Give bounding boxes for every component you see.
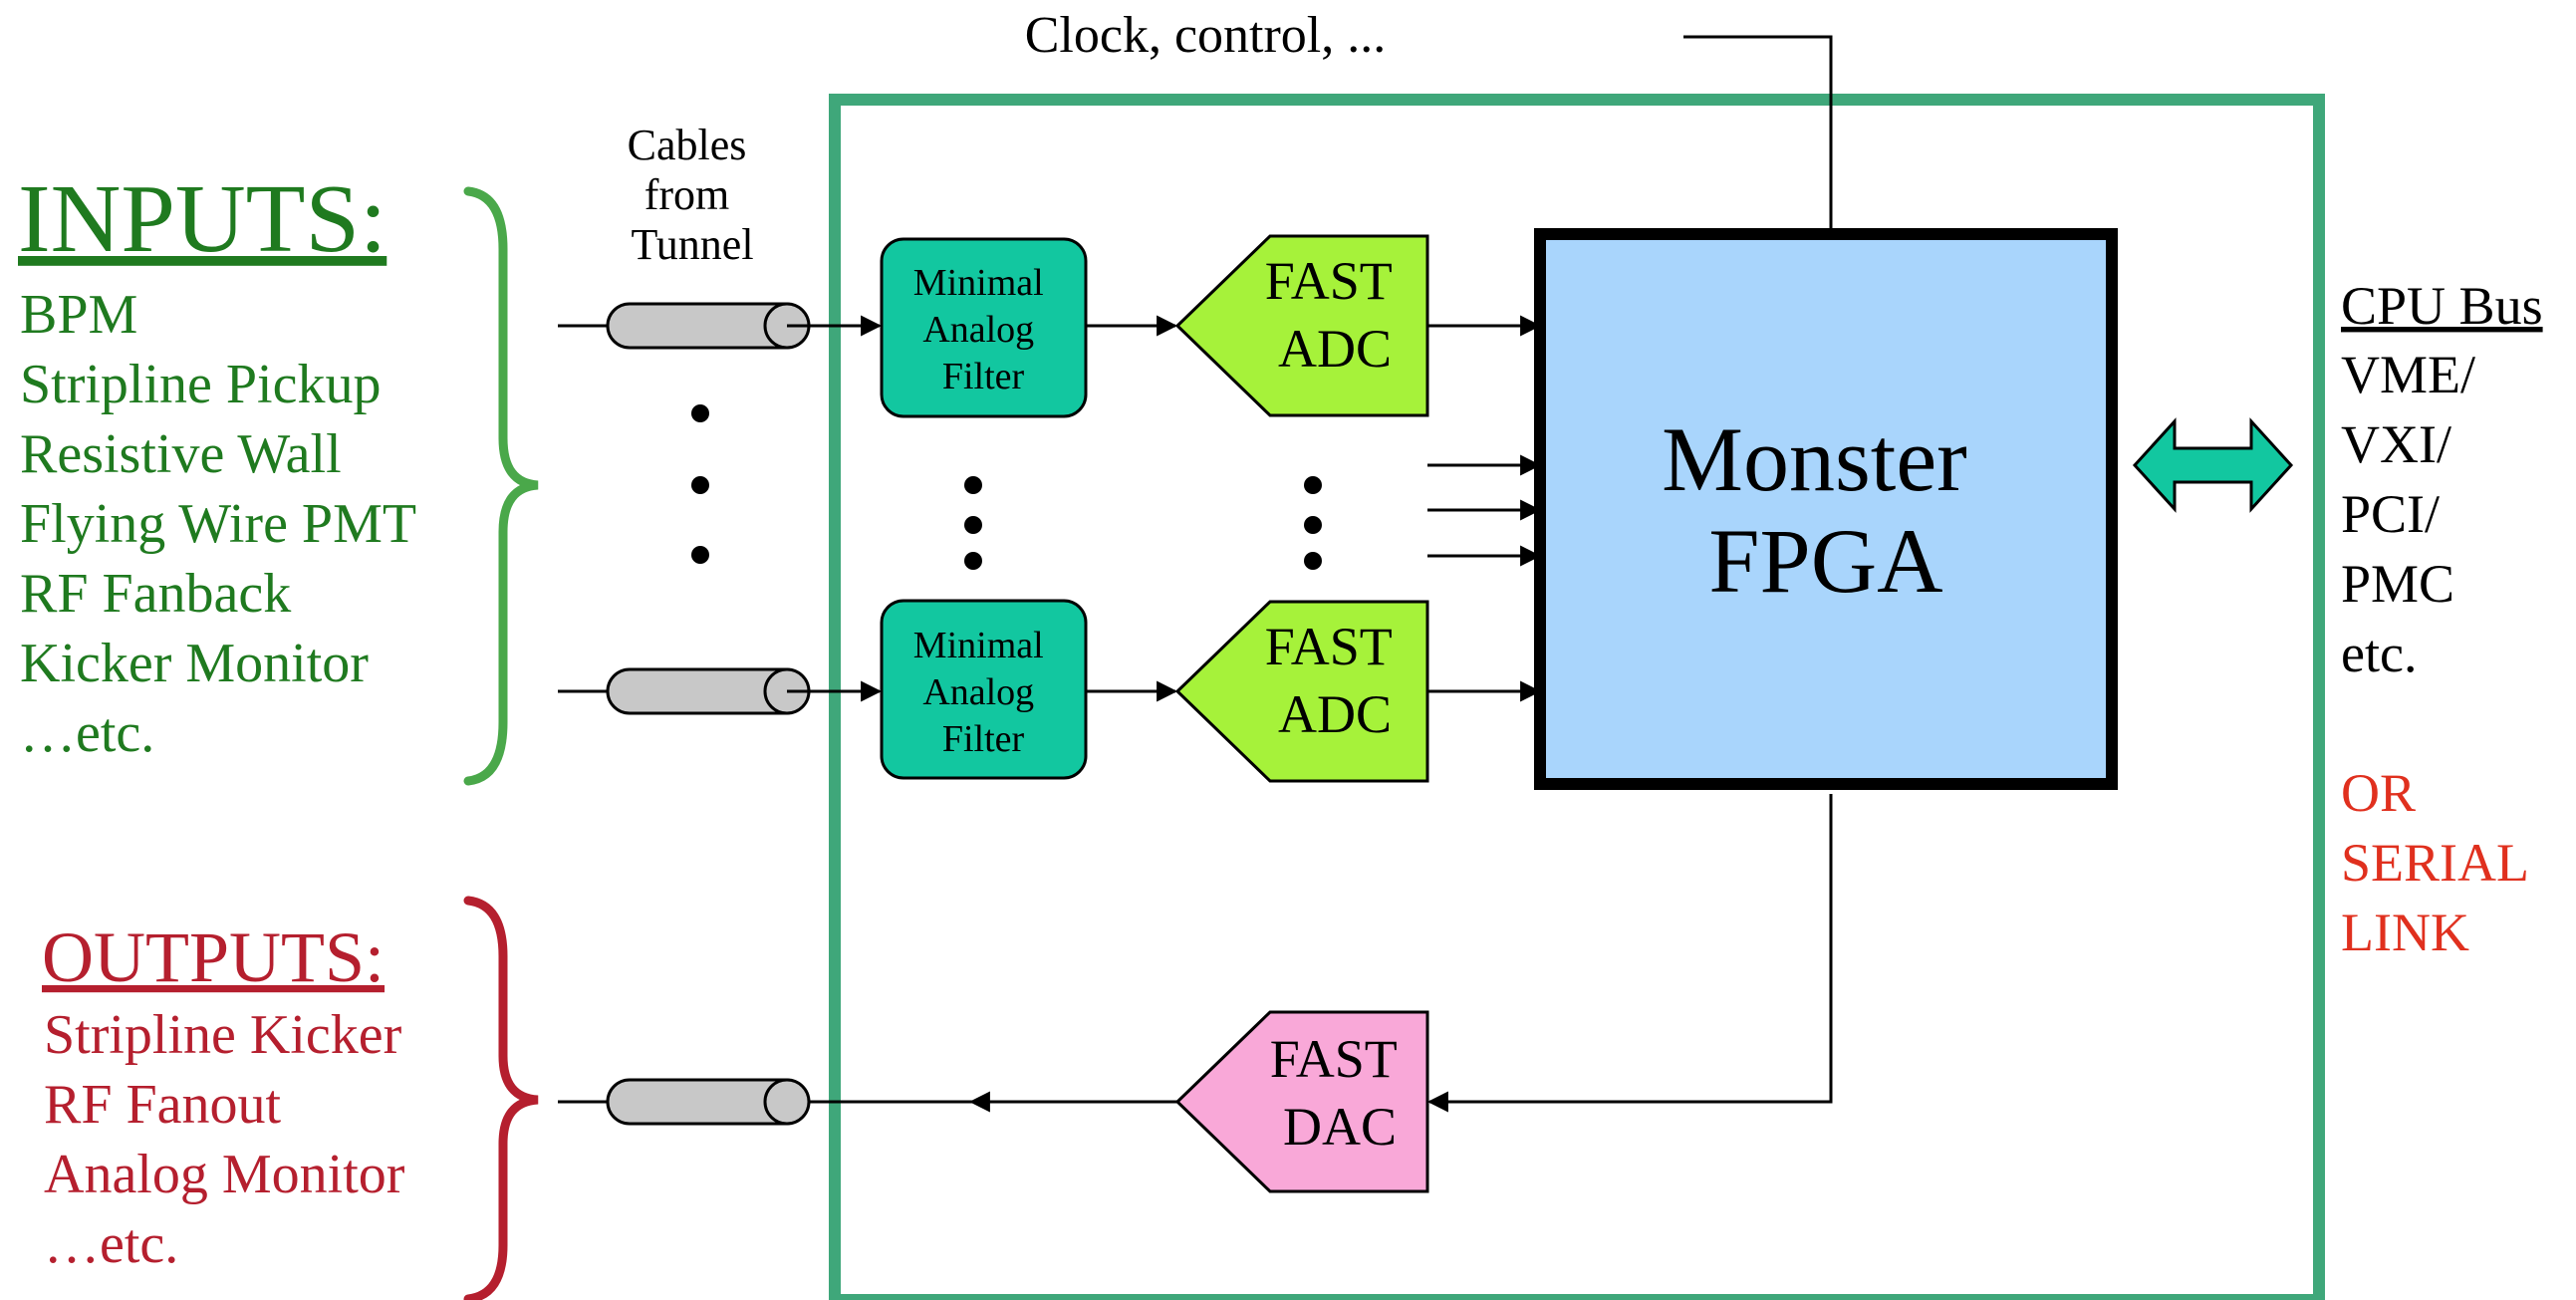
clock-control-line — [1683, 35, 1833, 232]
analog-filter-top: Minimal Analog Filter — [880, 237, 1088, 418]
svg-text:FAST ADC: FAST ADC — [1265, 251, 1406, 379]
serial-item: LINK — [2341, 903, 2469, 962]
fpga-to-dac-line — [1426, 794, 1833, 1113]
outputs-brace — [463, 896, 539, 1300]
input-item: RF Fanback — [20, 563, 291, 625]
inputs-brace — [463, 186, 539, 786]
cable-output — [558, 1078, 811, 1126]
cpu-bus-item: etc. — [2341, 624, 2417, 683]
cpu-bus-item: VXI/ — [2341, 414, 2451, 474]
output-item: RF Fanout — [44, 1074, 281, 1136]
svg-text:Minimal Analog Fil: Minimal Analog Filter — [913, 625, 1053, 760]
monster-fpga: Monster FPGA — [1534, 228, 2118, 790]
cpu-bus-list: VME/ VXI/ PCI/ PMC etc. — [2341, 345, 2475, 683]
cable-ellipsis-dots — [691, 404, 709, 564]
inputs-title: INPUTS: — [18, 165, 386, 273]
clock-control-label: Clock, control, ... — [1025, 7, 1387, 64]
outputs-list: Stripline Kicker RF Fanout Analog Monito… — [44, 1004, 405, 1275]
cables-label: Cables from Tunnel — [628, 121, 758, 269]
board-outline — [829, 94, 2325, 1300]
input-item: Kicker Monitor — [20, 633, 369, 694]
input-item: Flying Wire PMT — [20, 493, 416, 555]
cable-top — [558, 302, 811, 350]
cable-bottom — [558, 667, 811, 715]
svg-text:FAST DAC: FAST DAC — [1270, 1029, 1411, 1157]
cpu-bus-item: PCI/ — [2341, 484, 2440, 544]
svg-text:Monster FPGA: Monster FPGA — [1662, 408, 1990, 612]
cpu-bus-double-arrow — [2132, 417, 2294, 513]
serial-link-label: OR SERIAL LINK — [2341, 763, 2529, 962]
serial-item: SERIAL — [2341, 833, 2529, 893]
fast-dac: FAST DAC — [1174, 1010, 1429, 1193]
output-item: Analog Monitor — [44, 1144, 405, 1205]
adc-ellipsis-dots — [1304, 476, 1322, 570]
analog-filter-bottom: Minimal Analog Filter — [880, 599, 1088, 780]
inputs-list: BPM Stripline Pickup Resistive Wall Flyi… — [20, 284, 416, 764]
outputs-title: OUTPUTS: — [42, 917, 385, 997]
output-item: Stripline Kicker — [44, 1004, 402, 1066]
cpu-bus-item: VME/ — [2341, 345, 2475, 404]
fast-adc-top: FAST ADC — [1174, 234, 1429, 417]
serial-item: OR — [2341, 763, 2416, 823]
svg-text:Minimal Analog Fil: Minimal Analog Filter — [913, 262, 1053, 397]
input-item: …etc. — [20, 702, 154, 764]
input-item: Stripline Pickup — [20, 354, 381, 415]
input-item: BPM — [20, 284, 137, 346]
cables-label-line-2: from — [644, 170, 730, 219]
filter-ellipsis-dots — [964, 476, 982, 570]
input-item: Resistive Wall — [20, 423, 342, 485]
svg-text:FAST ADC: FAST ADC — [1265, 617, 1406, 744]
cables-label-line-3: Tunnel — [631, 220, 753, 269]
cpu-bus-item: PMC — [2341, 554, 2454, 614]
cpu-bus-title: CPU Bus — [2341, 276, 2543, 336]
cables-label-line-1: Cables — [628, 121, 747, 169]
fast-adc-bottom: FAST ADC — [1174, 600, 1429, 783]
output-item: …etc. — [44, 1213, 178, 1275]
